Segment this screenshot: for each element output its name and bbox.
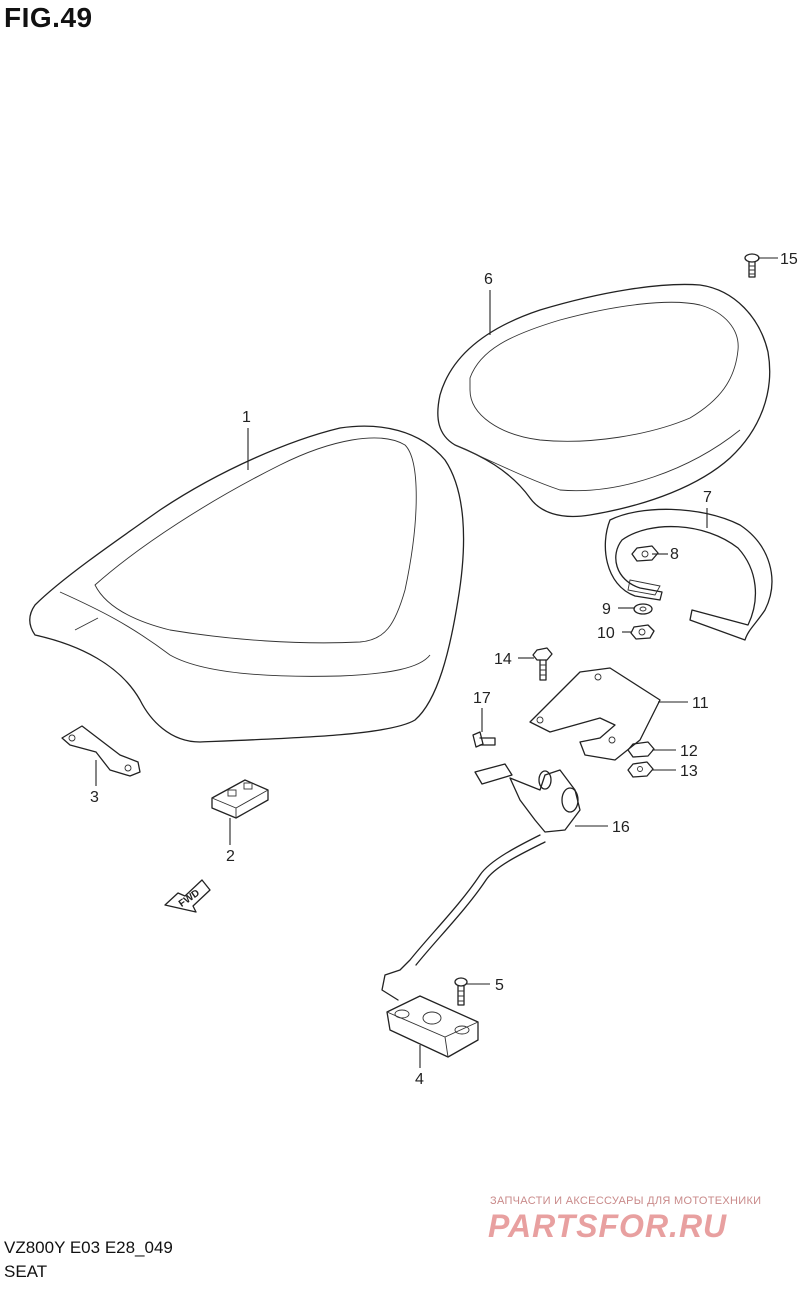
label-part-7: 7 [703, 489, 712, 506]
label-part-9: 9 [602, 601, 611, 618]
part-11-bracket [529, 667, 661, 761]
label-part-5: 5 [495, 977, 504, 994]
part-6-pillion-seat [437, 283, 771, 518]
model-code: VZ800Y E03 E28_049 [4, 1238, 173, 1257]
label-part-6: 6 [484, 271, 493, 288]
part-9-washer [633, 603, 653, 615]
part-4-lock-base [386, 995, 479, 1058]
part-7-strap [604, 508, 773, 641]
part-15-screw [744, 253, 760, 278]
part-1-rider-seat [29, 425, 465, 743]
label-part-11: 11 [692, 695, 709, 712]
part-8-nut [631, 545, 659, 562]
label-part-15: 15 [780, 251, 798, 268]
part-16-lock-cable [381, 763, 581, 1001]
label-part-13: 13 [680, 763, 698, 780]
part-17-bolt [472, 731, 496, 748]
label-part-4: 4 [415, 1071, 424, 1088]
label-part-3: 3 [90, 789, 99, 806]
leader-lines [95, 257, 778, 1068]
part-5-screw [454, 977, 468, 1006]
label-part-8: 8 [670, 546, 679, 563]
fwd-label: FWD [177, 888, 202, 910]
label-part-2: 2 [226, 848, 235, 865]
part-13-nut [627, 761, 654, 778]
label-part-16: 16 [612, 819, 630, 836]
label-part-10: 10 [597, 625, 615, 642]
watermark-logo: PARTSFOR.RU [488, 1208, 728, 1244]
part-10-nut [630, 624, 655, 640]
part-3-hook-bracket [61, 725, 141, 777]
fwd-direction-arrow: FWD [164, 879, 211, 913]
label-part-17: 17 [473, 690, 491, 707]
label-part-1: 1 [242, 409, 251, 426]
label-part-12: 12 [680, 743, 698, 760]
figure-caption: SEAT [4, 1262, 48, 1281]
figure-title: FIG.49 [4, 2, 93, 33]
part-12-nut [627, 741, 655, 758]
part-14-bolt [532, 647, 553, 681]
part-number-labels: 1 2 3 4 5 6 7 8 9 10 11 12 13 14 15 16 1… [90, 251, 798, 1088]
watermark-tagline: ЗАПЧАСТИ И АКСЕССУАРЫ ДЛЯ МОТОТЕХНИКИ [490, 1195, 762, 1207]
label-part-14: 14 [494, 651, 512, 668]
part-2-clip [211, 779, 269, 819]
